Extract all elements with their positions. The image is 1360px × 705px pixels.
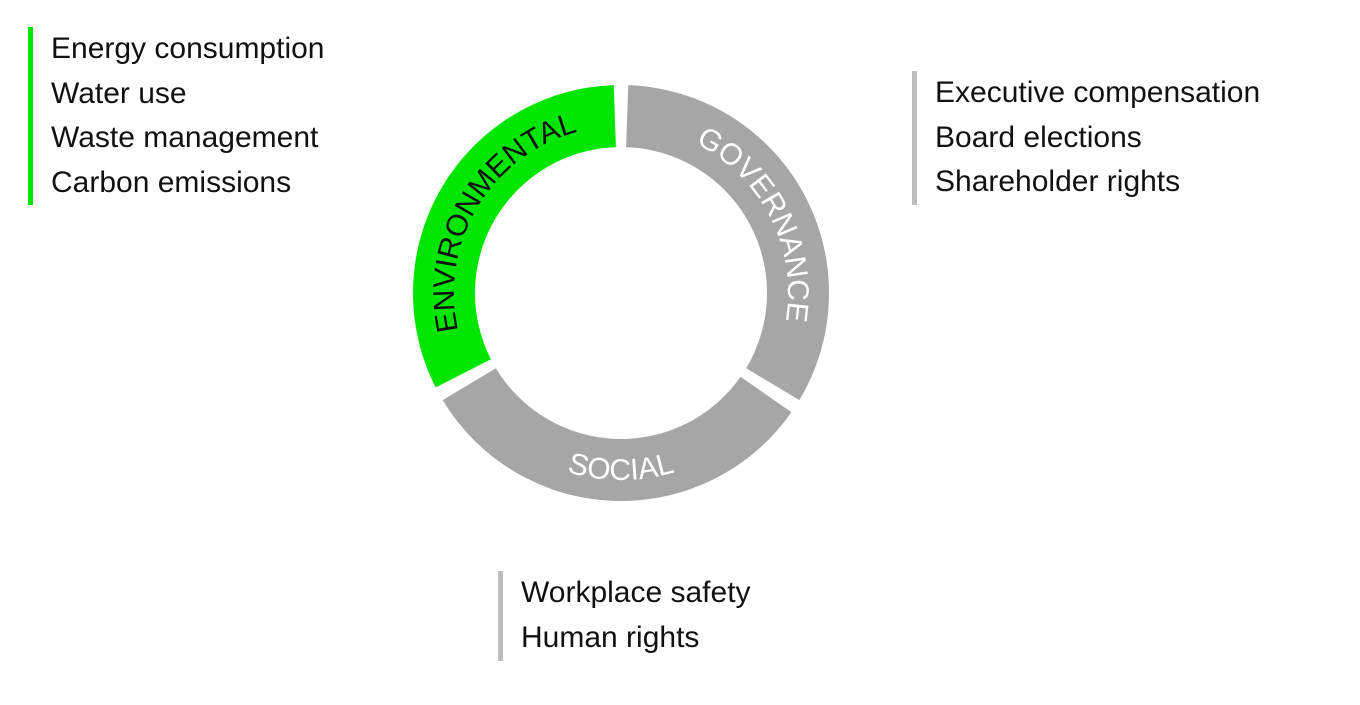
social-segment	[442, 368, 792, 501]
governance-topic: Board elections	[935, 120, 1142, 154]
environmental-topics-list: Energy consumption Water use Waste manag…	[28, 27, 325, 205]
environmental-topic: Waste management	[51, 121, 319, 154]
environmental-segment	[413, 85, 616, 388]
environmental-topic: Water use	[51, 76, 187, 110]
environmental-topic: Energy consumption	[51, 32, 325, 65]
environmental-label-text: ENVIRONMENTAL	[428, 107, 580, 335]
governance-topics-list: Executive compensation Board elections S…	[912, 71, 1260, 205]
environmental-label: ENVIRONMENTAL	[428, 107, 580, 335]
social-topic: Human rights	[521, 620, 700, 654]
social-topic: Workplace safety	[521, 576, 751, 609]
social-topics-list: Workplace safety Human rights	[498, 571, 751, 661]
governance-segment	[626, 85, 829, 401]
governance-topic: Executive compensation	[935, 76, 1261, 109]
governance-topic: Shareholder rights	[935, 165, 1181, 198]
environmental-topic: Carbon emissions	[51, 165, 292, 199]
